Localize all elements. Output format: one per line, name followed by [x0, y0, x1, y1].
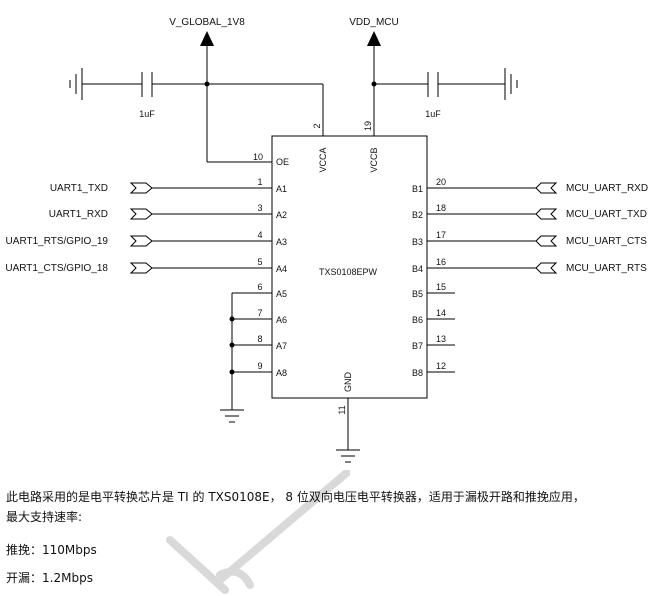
pin-vccb-number: 19 — [363, 121, 373, 131]
pin-name-a4: A4 — [276, 264, 287, 274]
pin-name-b2: B2 — [412, 210, 423, 220]
pin-name-a1: A1 — [276, 184, 287, 194]
pin-number-13: 13 — [436, 334, 446, 344]
pin-gnd-number: 11 — [337, 405, 347, 414]
pin-number-4: 4 — [257, 230, 262, 240]
description-line-2: 最大支持速率: — [6, 510, 83, 524]
description-line-1: 此电路采用的是电平转换芯片是 TI 的 TXS0108E， 8 位双向电压电平转… — [6, 490, 585, 504]
spec-open-drain: 开漏：1.2Mbps — [6, 569, 93, 586]
pin-oe-number: 10 — [253, 152, 263, 162]
spec-push-pull-label: 推挽： — [6, 543, 43, 557]
pin-number-1: 1 — [257, 177, 262, 187]
pin-name-b4: B4 — [412, 264, 423, 274]
pin-name-a7: A7 — [276, 341, 287, 351]
description-block: 此电路采用的是电平转换芯片是 TI 的 TXS0108E， 8 位双向电压电平转… — [6, 487, 661, 527]
pin-vcca-number: 2 — [312, 123, 322, 128]
pin-name-a8: A8 — [276, 368, 287, 378]
pin-number-14: 14 — [436, 308, 446, 318]
pin-number-20: 20 — [436, 177, 446, 187]
pin-name-a5: A5 — [276, 289, 287, 299]
cap-right-value: 1uF — [425, 109, 441, 119]
power-arrow-icon — [367, 31, 381, 46]
pin-name-b6: B6 — [412, 315, 423, 325]
net-label-b2: MCU_UART_TXD — [566, 209, 647, 220]
pin-vcca-label: VCCA — [318, 147, 328, 172]
pin-name-b8: B8 — [412, 368, 423, 378]
pin-name-a3: A3 — [276, 237, 287, 247]
net-label-vdd-mcu: VDD_MCU — [349, 17, 398, 28]
net-label-b3: MCU_UART_CTS — [566, 236, 647, 247]
net-label-b4: MCU_UART_RTS — [566, 263, 647, 274]
pin-number-18: 18 — [436, 203, 446, 213]
net-label-a4: UART1_CTS/GPIO_18 — [5, 263, 108, 274]
pin-number-17: 17 — [436, 230, 446, 240]
net-label-b1: MCU_UART_RXD — [566, 183, 648, 194]
pin-number-7: 7 — [257, 308, 262, 318]
pin-name-a6: A6 — [276, 315, 287, 325]
schematic-diagram: V_GLOBAL_1V8 VDD_MCU 1uF 1uF TXS0108EPW … — [5, 17, 648, 463]
pin-name-b1: B1 — [412, 184, 423, 194]
pin-number-16: 16 — [436, 257, 446, 267]
pin-name-b7: B7 — [412, 341, 423, 351]
junction-dots — [204, 81, 377, 375]
pin-number-15: 15 — [436, 282, 446, 292]
pin-number-5: 5 — [257, 257, 262, 267]
cap-left-value: 1uF — [139, 109, 155, 119]
spec-open-drain-label: 开漏： — [6, 571, 43, 585]
pin-oe-label: OE — [276, 157, 289, 167]
spec-open-drain-value: 1.2Mbps — [42, 571, 93, 585]
pin-vccb-label: VCCB — [369, 147, 379, 172]
power-arrow-icon — [200, 31, 214, 46]
pin-name-a2: A2 — [276, 210, 287, 220]
pin-number-9: 9 — [257, 361, 262, 371]
spec-push-pull: 推挽：110Mbps — [6, 541, 97, 558]
pin-number-8: 8 — [257, 334, 262, 344]
spec-push-pull-value: 110Mbps — [42, 543, 97, 557]
net-label-a2: UART1_RXD — [49, 209, 108, 220]
pin-gnd-label: GND — [343, 372, 353, 393]
pin-name-b3: B3 — [412, 237, 423, 247]
chip-part-number: TXS0108EPW — [319, 267, 378, 277]
pin-number-6: 6 — [257, 282, 262, 292]
pin-name-b5: B5 — [412, 289, 423, 299]
net-label-a1: UART1_TXD — [50, 183, 108, 194]
net-label-a3: UART1_RTS/GPIO_19 — [6, 236, 109, 247]
pin-number-12: 12 — [436, 361, 446, 371]
pin-number-3: 3 — [257, 203, 262, 213]
chip-body — [271, 135, 428, 399]
net-label-v-global: V_GLOBAL_1V8 — [169, 17, 245, 28]
watermark-graphic — [166, 470, 350, 594]
